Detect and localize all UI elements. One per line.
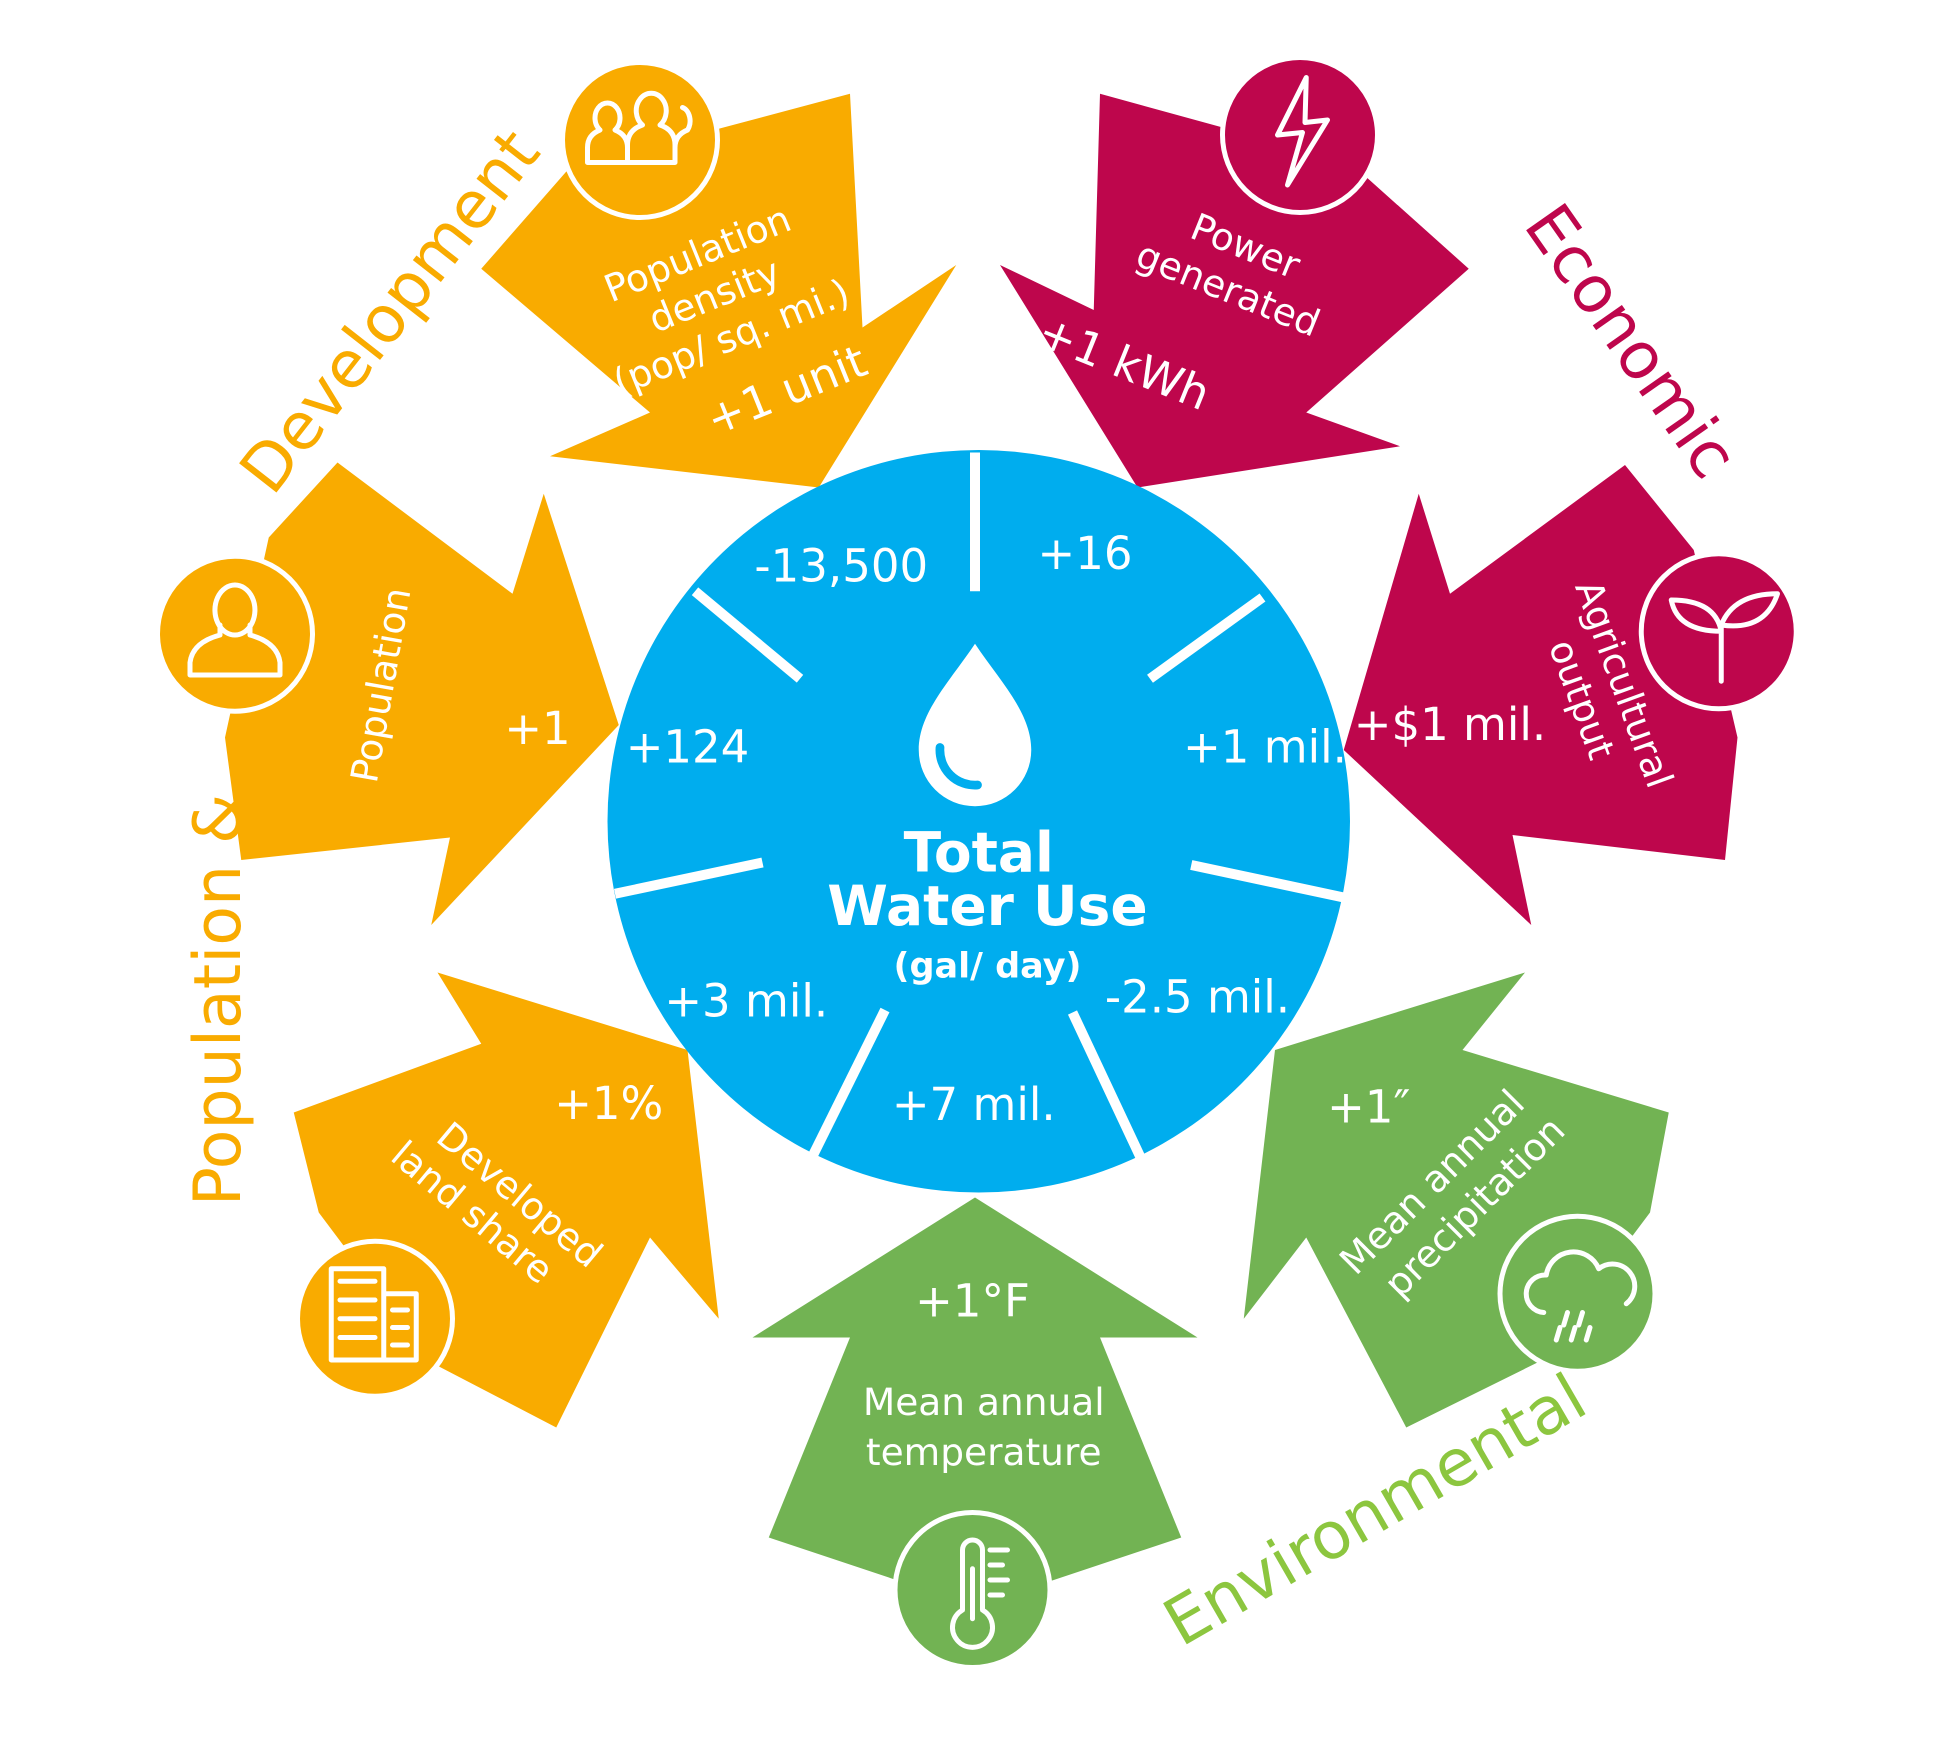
effect-population-density: -13,500	[754, 539, 928, 592]
buildings-icon	[295, 1238, 455, 1399]
svg-text:+1°F: +1°F	[915, 1274, 1030, 1327]
center-title-line2: Water Use	[827, 874, 1147, 938]
category-environmental: Environmental	[1152, 1360, 1599, 1661]
category-development: Development	[226, 116, 555, 507]
water-drop-icon	[918, 643, 1032, 807]
category-population: Population &	[181, 793, 256, 1206]
change-population: +1	[504, 702, 570, 755]
lightning-icon	[1220, 55, 1380, 215]
effect-agricultural-output: +1 mil.	[1183, 721, 1347, 774]
label-temperature: +1°F Mean annual temperature	[863, 1274, 1105, 1474]
effect-population: +124	[626, 721, 750, 774]
category-economic: Economic	[1509, 191, 1751, 492]
change-developed-land: +1%	[554, 1077, 663, 1130]
center-unit: (gal/ day)	[893, 947, 1081, 987]
effect-developed-land: +3 mil.	[664, 974, 828, 1027]
people-group-icon	[560, 60, 720, 220]
thermometer-icon	[892, 1510, 1053, 1670]
svg-text:Mean annual: Mean annual	[863, 1380, 1105, 1424]
center-title-line1: Total	[904, 820, 1054, 884]
person-icon	[155, 553, 315, 714]
arrow-population	[225, 462, 619, 925]
total-water-use-circle	[607, 450, 1350, 1193]
change-precipitation: +1″	[1327, 1081, 1410, 1134]
segment-dividers	[613, 452, 1345, 1159]
effect-temperature: +7 mil.	[892, 1078, 1056, 1131]
plant-icon	[1638, 551, 1799, 712]
arrow-agricultural-output	[1343, 465, 1738, 925]
effect-precipitation: -2.5 mil.	[1105, 971, 1290, 1024]
change-agricultural-output: +$1 mil.	[1354, 698, 1546, 751]
svg-text:temperature: temperature	[866, 1430, 1102, 1474]
rain-cloud-icon	[1497, 1213, 1658, 1374]
arrow-temperature	[752, 1197, 1198, 1582]
effect-power-generated: +16	[1038, 527, 1133, 580]
